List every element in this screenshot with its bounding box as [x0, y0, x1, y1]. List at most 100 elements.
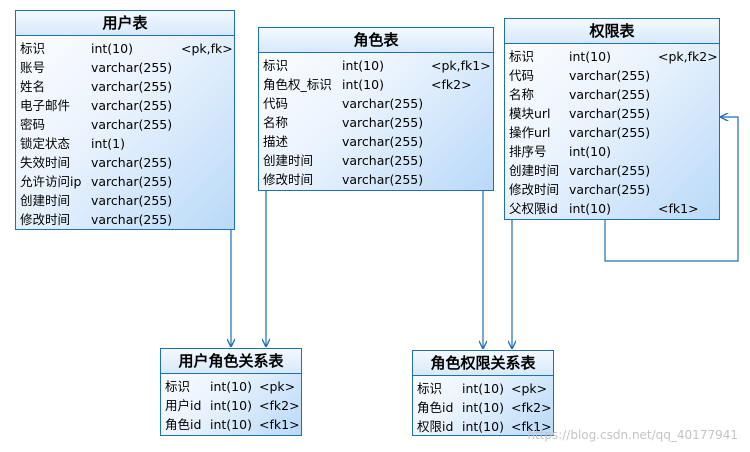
column-key: <pk,fk2> — [658, 49, 718, 64]
column-row: 修改时间 varchar(255) — [505, 180, 719, 199]
column-type: int(10) — [342, 77, 384, 92]
column-key: <fk2> — [431, 77, 472, 92]
column-type: varchar(255) — [91, 60, 173, 75]
column-type: varchar(255) — [569, 182, 651, 197]
column-key: <fk2> — [259, 398, 300, 413]
column-type: int(10) — [91, 41, 133, 56]
column-type: varchar(255) — [342, 115, 424, 130]
column-type: varchar(255) — [91, 155, 173, 170]
column-row: 修改时间 varchar(255) — [259, 170, 493, 189]
column-name: 锁定状态 — [20, 136, 71, 151]
column-row: 标识 int(10) <pk> — [161, 377, 301, 396]
column-row: 排序号 int(10) — [505, 142, 719, 161]
column-name: 创建时间 — [20, 193, 71, 208]
column-key: <fk1> — [259, 417, 300, 432]
column-type: int(10) — [569, 144, 611, 159]
column-type: varchar(255) — [342, 96, 424, 111]
column-row: 密码 varchar(255) — [16, 115, 234, 134]
column-type: int(1) — [91, 136, 126, 151]
column-key: <pk> — [259, 379, 296, 394]
column-name: 角色id — [417, 400, 454, 415]
column-type: varchar(255) — [569, 106, 651, 121]
column-row: 操作url varchar(255) — [505, 123, 719, 142]
column-name: 代码 — [263, 96, 289, 111]
column-name: 父权限id — [509, 201, 558, 216]
column-name: 创建时间 — [509, 163, 560, 178]
column-name: 修改时间 — [20, 212, 71, 227]
column-type: int(10) — [462, 419, 504, 434]
column-key: <pk,fk> — [181, 41, 233, 56]
column-name: 标识 — [263, 58, 289, 73]
column-name: 修改时间 — [263, 172, 314, 187]
column-name: 修改时间 — [509, 182, 560, 197]
column-type: varchar(255) — [91, 193, 173, 208]
column-row: 模块url varchar(255) — [505, 104, 719, 123]
column-row: 角色id int(10) <fk2> — [413, 398, 553, 417]
watermark-text: https://blog.csdn.net/qq_40177941 — [527, 428, 738, 442]
column-row: 标识 int(10) <pk,fk1> — [259, 56, 493, 75]
column-key: <pk,fk1> — [431, 58, 491, 73]
column-row: 账号 varchar(255) — [16, 58, 234, 77]
column-name: 标识 — [417, 381, 443, 396]
column-name: 描述 — [263, 134, 289, 149]
column-name: 允许访问ip — [20, 174, 82, 189]
column-name: 角色id — [165, 417, 202, 432]
column-name: 账号 — [20, 60, 46, 75]
column-key: <fk2> — [511, 400, 552, 415]
column-key: <pk> — [511, 381, 548, 396]
column-name: 标识 — [165, 379, 191, 394]
column-name: 代码 — [509, 68, 535, 83]
column-type: int(10) — [462, 381, 504, 396]
column-row: 角色id int(10) <fk1> — [161, 415, 301, 434]
column-type: varchar(255) — [569, 87, 651, 102]
column-type: varchar(255) — [91, 79, 173, 94]
column-name: 标识 — [20, 41, 46, 56]
column-key: <fk1> — [511, 419, 552, 434]
column-row: 标识 int(10) <pk,fk> — [16, 39, 234, 58]
column-name: 权限id — [417, 419, 454, 434]
column-type: varchar(255) — [91, 117, 173, 132]
column-type: int(10) — [210, 398, 252, 413]
column-type: int(10) — [210, 417, 252, 432]
column-name: 排序号 — [509, 144, 547, 159]
column-row: 标识 int(10) <pk> — [413, 379, 553, 398]
entity-rows: 标识 int(10) <pk> 角色id int(10) <fk2> 权限id int(10)… — [413, 376, 553, 436]
column-name: 密码 — [20, 117, 46, 132]
column-row: 锁定状态 int(1) — [16, 134, 234, 153]
column-type: int(10) — [210, 379, 252, 394]
column-type: varchar(255) — [569, 125, 651, 140]
column-row: 权限id int(10) <fk1> — [413, 417, 553, 436]
column-name: 模块url — [509, 106, 551, 121]
column-type: varchar(255) — [342, 153, 424, 168]
column-type: int(10) — [569, 49, 611, 64]
column-row: 失效时间 varchar(255) — [16, 153, 234, 172]
column-row: 创建时间 varchar(255) — [505, 161, 719, 180]
column-type: varchar(255) — [91, 98, 173, 113]
column-name: 操作url — [509, 125, 551, 140]
column-type: varchar(255) — [342, 172, 424, 187]
column-name: 失效时间 — [20, 155, 71, 170]
column-type: varchar(255) — [569, 163, 651, 178]
column-type: int(10) — [342, 58, 384, 73]
column-type: int(10) — [462, 400, 504, 415]
